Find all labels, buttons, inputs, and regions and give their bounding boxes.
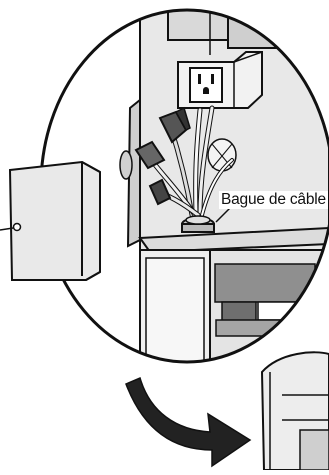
cable-ring — [182, 216, 214, 232]
curved-arrow-icon — [126, 378, 250, 466]
callout-label-cable-ring: Bague de câble — [219, 191, 328, 209]
cover-plate — [0, 162, 100, 280]
appliance-partial — [262, 352, 329, 470]
